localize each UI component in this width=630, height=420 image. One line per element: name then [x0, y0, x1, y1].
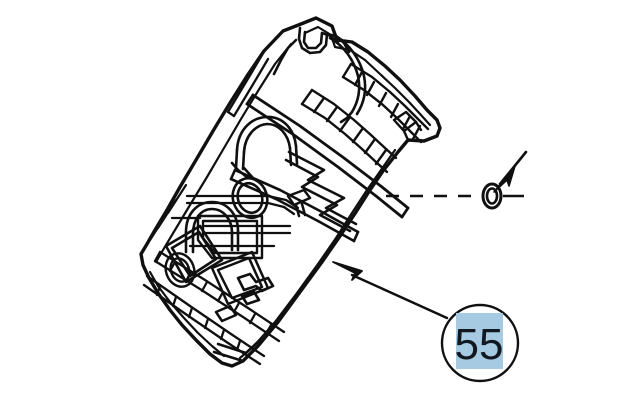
washer-o-ring — [481, 182, 503, 210]
mid-rib-ladder — [300, 88, 398, 174]
main-frame-assembly — [139, 16, 442, 368]
left-flank-ribs — [148, 183, 188, 242]
upper-rib-ladder — [341, 62, 430, 144]
upper-small-bracket — [392, 110, 423, 142]
cross-members — [170, 194, 300, 248]
washer-pointer-arrow — [493, 150, 528, 193]
callout-leader-line — [332, 261, 449, 320]
bottom-rail — [212, 337, 263, 363]
small-boss — [164, 252, 196, 288]
stud-features — [214, 188, 312, 323]
recess-panel — [196, 214, 264, 260]
callout-highlight-box — [456, 313, 503, 369]
callout-label: 55 — [455, 320, 504, 369]
zigzag-rib — [284, 150, 358, 233]
diagonal-spine-beam — [245, 93, 410, 219]
clip-tab-detail — [236, 272, 275, 306]
curved-arm — [328, 34, 367, 124]
callout-55[interactable]: 55 — [440, 303, 520, 383]
upper-left-edge-detail — [226, 53, 270, 118]
